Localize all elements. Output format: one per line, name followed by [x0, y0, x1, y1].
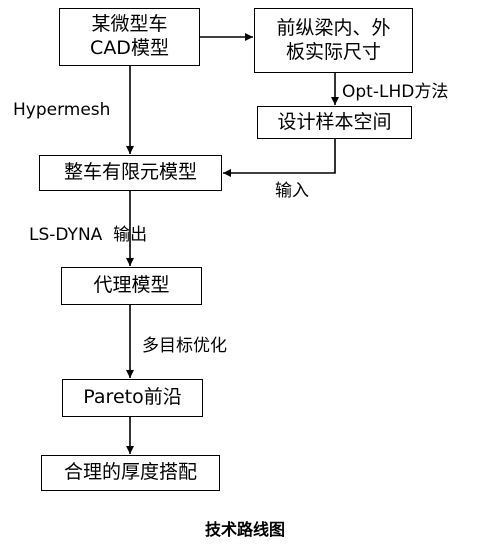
node-design-space-label: 设计样本空间 — [277, 110, 392, 133]
edge-label-opt-lhd: Opt-LHD方法 — [342, 82, 449, 102]
node-panel-actual-sizes: 前纵梁内、外 板实际尺寸 — [254, 8, 413, 73]
edge-label-hypermesh: Hypermesh — [13, 100, 111, 120]
node-design-sample-space: 设计样本空间 — [257, 106, 412, 139]
node-proxy-model-label: 代理模型 — [93, 274, 170, 297]
node-reasonable-thickness: 合理的厚度搭配 — [41, 455, 220, 491]
arrow-design-to-fe — [223, 139, 336, 177]
node-vehicle-cad-model: 某微型车 CAD模型 — [59, 8, 200, 66]
edge-label-input: 输入 — [275, 181, 309, 201]
node-pareto-front: Pareto前沿 — [62, 379, 203, 417]
node-thickness-label: 合理的厚度搭配 — [63, 461, 197, 484]
node-panel-sizes-line1: 前纵梁内、外 — [276, 16, 391, 39]
node-panel-sizes-line2: 板实际尺寸 — [285, 40, 381, 63]
node-pareto-label: Pareto前沿 — [83, 386, 182, 409]
edge-label-ls-dyna-output: LS-DYNA 输出 — [29, 225, 148, 245]
node-vehicle-cad-line1: 某微型车 — [91, 13, 168, 36]
node-vehicle-fe-model: 整车有限元模型 — [39, 155, 222, 191]
node-fe-model-label: 整车有限元模型 — [63, 161, 197, 184]
figure-caption: 技术路线图 — [204, 520, 285, 539]
edge-label-multi-objective: 多目标优化 — [142, 336, 227, 356]
node-vehicle-cad-line2: CAD模型 — [90, 37, 169, 59]
node-proxy-model: 代理模型 — [61, 267, 202, 305]
